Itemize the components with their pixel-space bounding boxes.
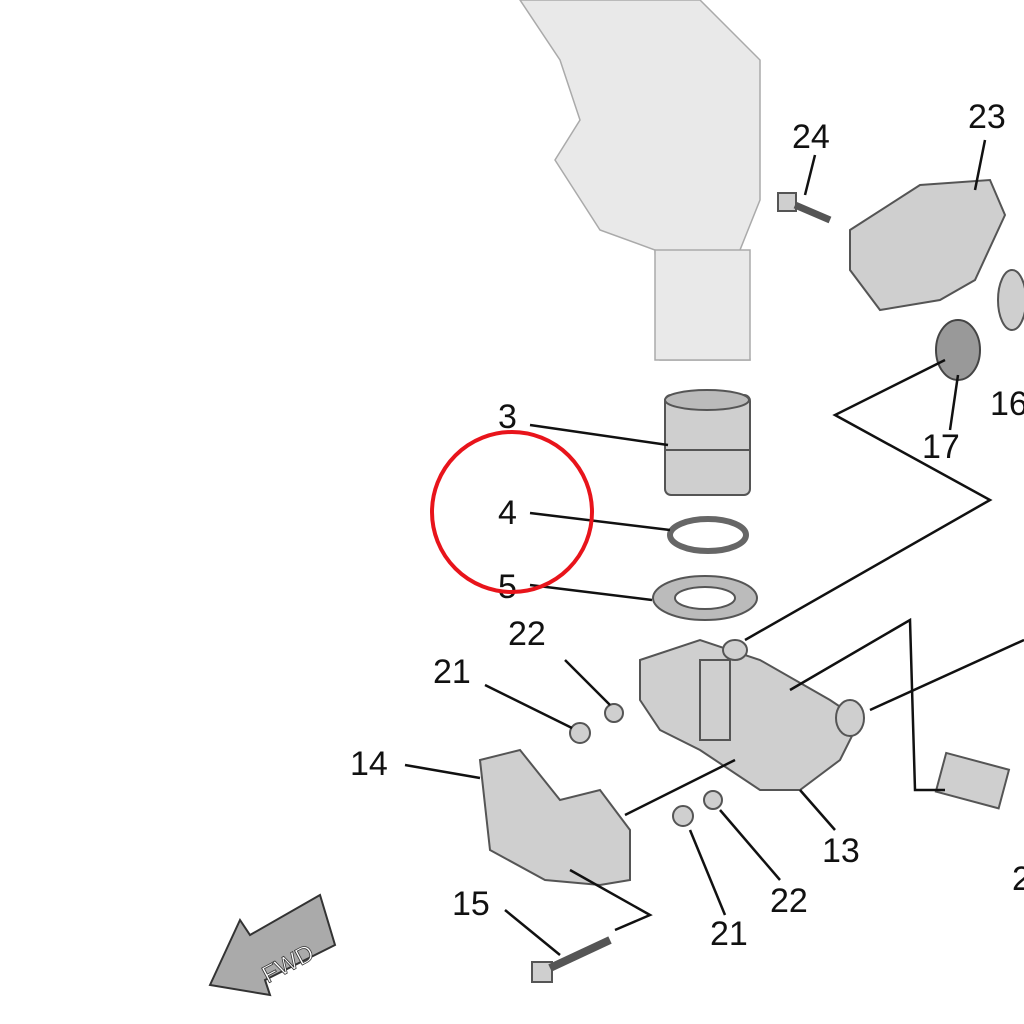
part-15-bolt [531, 936, 612, 983]
label-21a: 21 [433, 653, 471, 691]
upper-housing [519, 0, 761, 361]
label-15: 15 [452, 885, 490, 923]
part-14-clamp [478, 748, 631, 887]
label-4: 4 [498, 494, 517, 532]
label-21b: 21 [710, 915, 748, 953]
label-3: 3 [498, 398, 517, 436]
label-16: 16 [990, 385, 1024, 423]
label-22b: 22 [770, 882, 808, 920]
part-17-gasket [935, 319, 981, 381]
label-5: 5 [498, 568, 517, 606]
leader-lines [404, 139, 1024, 956]
part-4-washer [667, 516, 749, 554]
part-3-bushing [664, 389, 751, 496]
label-22a: 22 [508, 615, 546, 653]
part-21-nut-b [672, 805, 694, 827]
highlight-circle [430, 430, 594, 594]
label-17: 17 [922, 428, 960, 466]
label-24: 24 [792, 118, 830, 156]
part-13-bracket [639, 638, 865, 791]
part-22-washer-a [604, 703, 624, 723]
label-14: 14 [350, 745, 388, 783]
part-23-sensor [849, 178, 1007, 312]
part-21-nut-a [569, 722, 591, 744]
label-23: 23 [968, 98, 1006, 136]
part-24-bolt [777, 192, 832, 224]
part-22-washer-b [703, 790, 723, 810]
fwd-arrow: FWD [208, 893, 337, 997]
label-13: 13 [822, 832, 860, 870]
label-2: 2 [1012, 860, 1024, 898]
